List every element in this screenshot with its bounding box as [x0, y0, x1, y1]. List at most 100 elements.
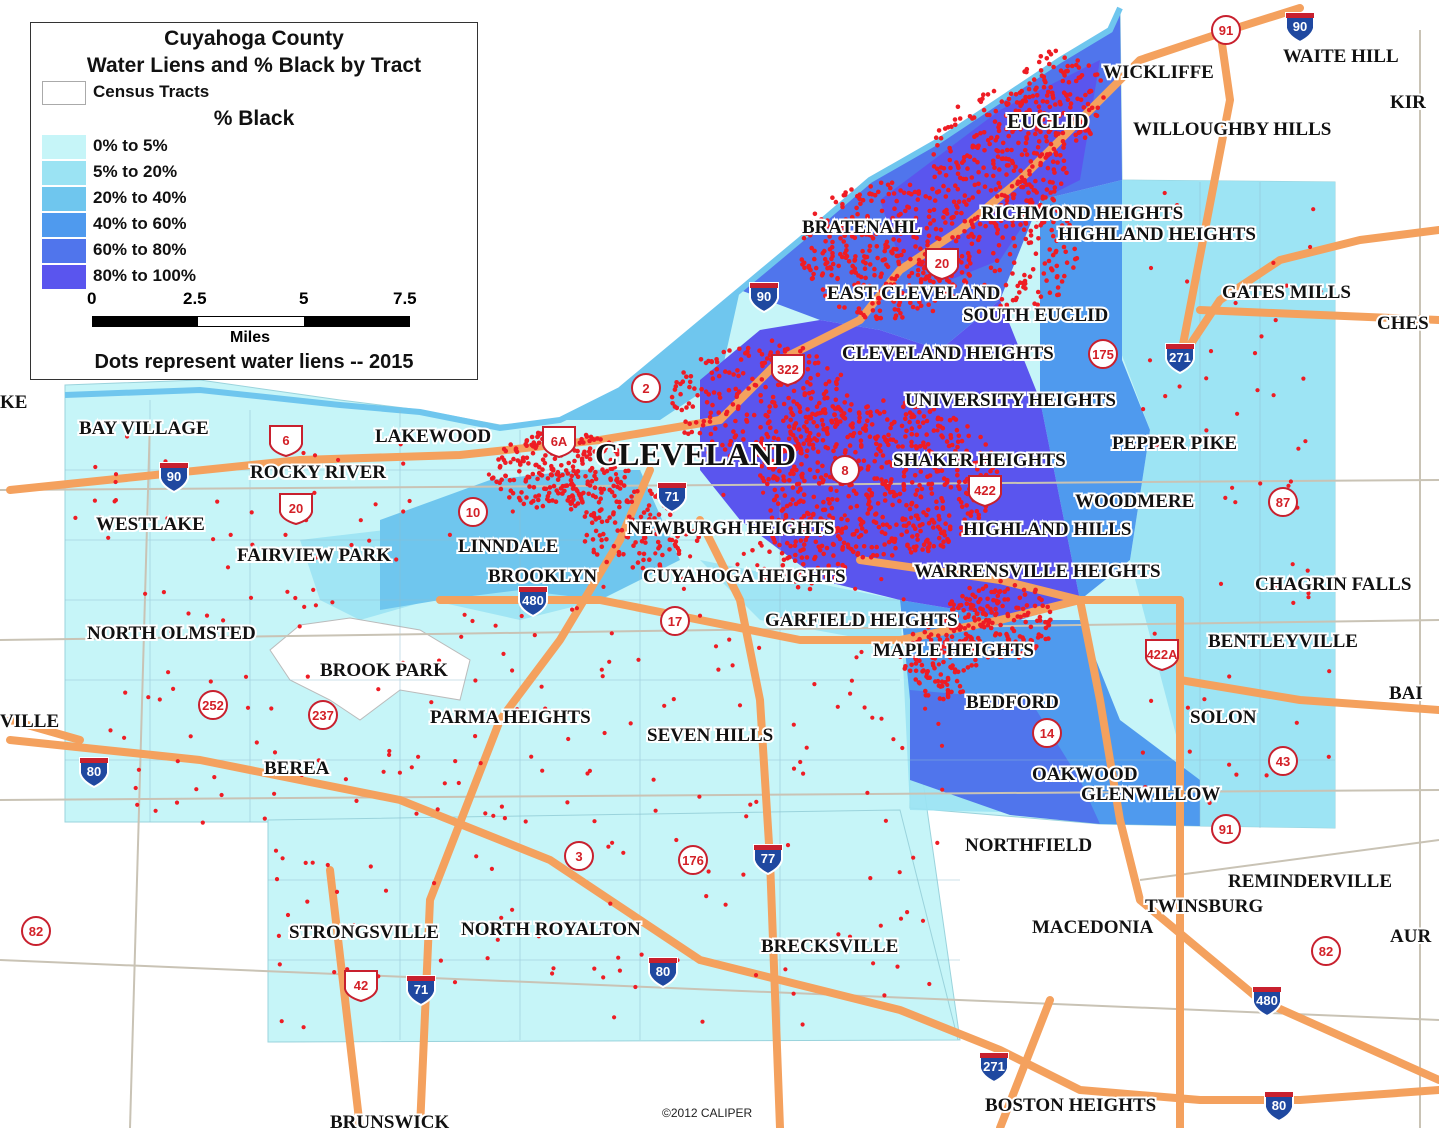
lien-dot [1306, 595, 1311, 600]
place-label: CUYAHOGA HEIGHTS [643, 566, 846, 587]
lien-dot [1051, 64, 1056, 70]
lien-dot [398, 442, 403, 447]
lien-dot [599, 667, 604, 672]
lien-dot [883, 479, 889, 484]
lien-dot [893, 545, 898, 551]
lien-dot [850, 269, 855, 275]
lien-dot [686, 519, 691, 524]
lien-dot [704, 894, 709, 899]
lien-dot [801, 424, 807, 429]
lien-dot [844, 243, 849, 249]
place-label: WAITE HILL [1283, 46, 1399, 67]
lien-dot [459, 634, 464, 639]
lien-dot [587, 483, 593, 488]
lien-dot [834, 529, 839, 534]
legend-label-3: 40% to 60% [93, 214, 187, 233]
lien-dot [302, 604, 307, 610]
lien-dot [840, 547, 845, 552]
lien-dot [838, 236, 843, 241]
interstate-band [1253, 987, 1281, 992]
lien-dot [792, 543, 798, 548]
lien-dot [1204, 376, 1209, 381]
lien-dot [1094, 72, 1100, 77]
place-label: CLEVELAND [595, 436, 796, 472]
lien-dot [535, 434, 540, 440]
lien-dot [799, 516, 804, 522]
lien-dot [846, 545, 851, 550]
lien-dot [709, 439, 715, 445]
lien-dot [593, 469, 598, 475]
route-shield-shape [1285, 12, 1315, 44]
lien-dot [969, 509, 974, 515]
interstate-band [407, 976, 435, 981]
lien-dot [995, 593, 1001, 599]
lien-dot [1019, 88, 1024, 94]
route-shield-label: 10 [466, 505, 480, 520]
lien-dot [836, 304, 842, 310]
place-label: KIR [1390, 92, 1426, 113]
place-label-halo: UNIVERSITY HEIGHTS [905, 390, 1116, 411]
route-shield-state: 43 [1268, 746, 1298, 776]
lien-dot [1140, 750, 1145, 755]
lien-dot [854, 205, 859, 211]
lien-dot [972, 182, 978, 188]
lien-dot [807, 430, 813, 436]
place-label: STRONGSVILLE [289, 922, 439, 943]
lien-dot [776, 436, 781, 442]
lien-dot [951, 628, 957, 634]
lien-dot [766, 409, 772, 415]
place-label: RICHMOND HEIGHTS [981, 203, 1183, 224]
lien-dot [890, 502, 895, 508]
lien-dot [830, 541, 836, 547]
lien-dot [982, 184, 988, 189]
lien-dot [884, 239, 890, 245]
lien-dot [549, 463, 554, 469]
lien-dot [927, 409, 933, 414]
lien-dot [565, 471, 571, 476]
lien-dot [1023, 286, 1028, 291]
lien-dot [925, 693, 931, 698]
place-label-halo: WAITE HILL [1283, 46, 1399, 67]
lien-dot [545, 476, 551, 481]
lien-dot [938, 135, 944, 141]
lien-dot [1053, 48, 1059, 54]
lien-dot [960, 530, 965, 536]
lien-dot [932, 298, 938, 303]
lien-dot [924, 225, 930, 231]
lien-dot [728, 438, 734, 444]
lien-dot [175, 759, 180, 764]
lien-dot [935, 416, 941, 422]
interstate-band [519, 587, 547, 592]
lien-dot [1005, 597, 1011, 602]
place-label-halo: NEWBURGH HEIGHTS [627, 518, 834, 539]
lien-dot [907, 296, 913, 301]
lien-dot [543, 486, 549, 492]
lien-dot [896, 238, 902, 243]
lien-dot [909, 191, 914, 197]
lien-dot [565, 498, 570, 503]
lien-dot [856, 419, 862, 424]
census-tracts-swatch [42, 81, 86, 105]
lien-dot [1074, 62, 1079, 68]
lien-dot [1185, 705, 1190, 710]
lien-dot [717, 391, 722, 397]
place-label-halo: BRECKSVILLE [761, 936, 898, 957]
lien-dot [511, 477, 517, 483]
lien-dot [790, 518, 795, 523]
lien-dot [1006, 96, 1012, 102]
lien-dot [955, 467, 960, 473]
lien-dot [533, 443, 539, 449]
lien-dot [108, 728, 113, 733]
lien-dot [806, 353, 812, 359]
lien-dot [647, 557, 652, 562]
lien-dot [543, 706, 548, 711]
lien-dot [635, 560, 641, 565]
lien-dot [652, 518, 657, 524]
lien-dot [305, 674, 310, 679]
lien-dot [523, 442, 528, 447]
lien-dot [688, 374, 694, 379]
lien-dot [825, 497, 831, 502]
lien-dot [521, 501, 527, 507]
route-shield-state: 3 [564, 841, 594, 871]
